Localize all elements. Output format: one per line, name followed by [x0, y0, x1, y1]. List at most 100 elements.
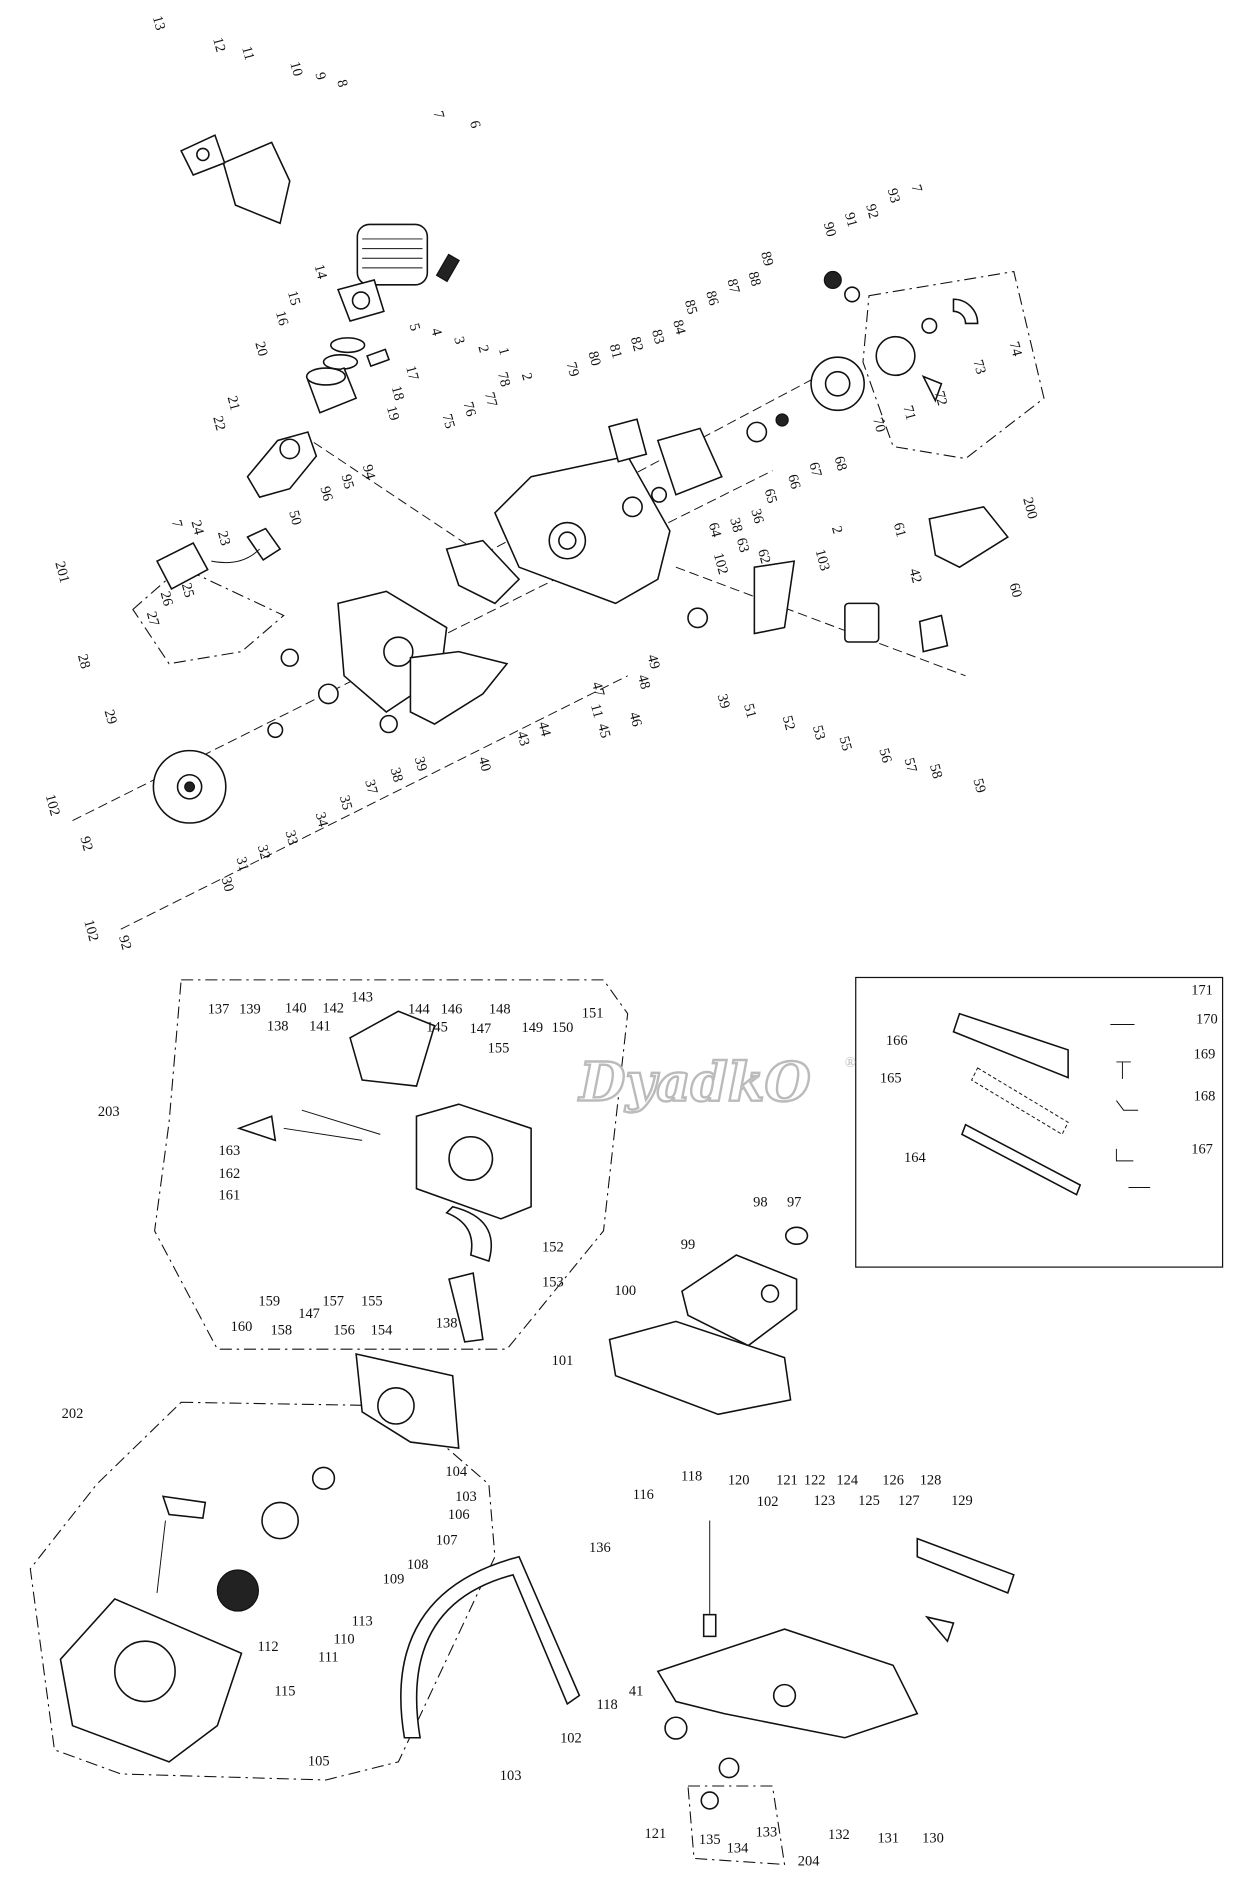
callout-7: 7 — [908, 183, 925, 194]
callout-55: 55 — [836, 734, 855, 752]
callout-87: 87 — [723, 277, 742, 295]
callout-4: 4 — [427, 326, 445, 338]
callout-41: 41 — [629, 1684, 643, 1700]
callout-200: 200 — [1019, 496, 1040, 521]
callout-24: 24 — [187, 518, 206, 537]
callout-168: 168 — [1194, 1089, 1216, 1105]
callout-130: 130 — [922, 1831, 944, 1847]
callout-43: 43 — [513, 730, 532, 748]
callout-83: 83 — [648, 328, 667, 346]
callout-77: 77 — [481, 391, 500, 409]
callout-156: 156 — [333, 1323, 355, 1339]
callout-115: 115 — [274, 1684, 295, 1700]
callout-163: 163 — [219, 1143, 241, 1159]
front-handle — [400, 1555, 581, 1739]
callout-149: 149 — [521, 1020, 543, 1036]
callout-138: 138 — [267, 1019, 289, 1035]
spark-plug-cap — [211, 527, 282, 564]
callout-82: 82 — [627, 335, 646, 353]
callout-23: 23 — [214, 529, 233, 547]
ignition-coil — [155, 542, 209, 590]
callout-134: 134 — [727, 1840, 749, 1856]
callout-92: 92 — [76, 835, 95, 853]
callout-76: 76 — [460, 400, 479, 418]
callout-128: 128 — [920, 1472, 942, 1488]
callout-3: 3 — [450, 335, 467, 346]
callout-147: 147 — [298, 1306, 320, 1322]
callout-111: 111 — [318, 1650, 339, 1666]
callout-65: 65 — [761, 487, 780, 505]
callout-68: 68 — [831, 455, 850, 473]
group-204-boundary — [687, 1785, 786, 1866]
callout-91: 91 — [841, 211, 860, 229]
callout-125: 125 — [858, 1493, 880, 1509]
callout-74: 74 — [1006, 340, 1025, 359]
callout-86: 86 — [702, 289, 721, 307]
callout-158: 158 — [270, 1323, 292, 1339]
side-cover — [415, 1103, 532, 1220]
muffler-cover — [222, 141, 291, 225]
callout-110: 110 — [333, 1632, 354, 1648]
callout-53: 53 — [809, 724, 828, 742]
callout-19: 19 — [383, 404, 402, 422]
callout-90: 90 — [820, 220, 839, 238]
callout-17: 17 — [402, 364, 421, 382]
callout-148: 148 — [489, 1002, 511, 1018]
clutch-shoes — [921, 298, 979, 403]
callout-93: 93 — [884, 187, 903, 205]
callout-52: 52 — [779, 714, 798, 732]
callout-59: 59 — [969, 777, 988, 795]
callout-133: 133 — [756, 1825, 778, 1841]
callout-72: 72 — [931, 389, 950, 407]
callout-92: 92 — [115, 934, 134, 952]
callout-35: 35 — [336, 794, 355, 812]
callout-62: 62 — [754, 547, 773, 565]
callout-11: 11 — [587, 702, 606, 720]
callout-15: 15 — [284, 289, 303, 307]
bearings — [267, 486, 709, 739]
callout-154: 154 — [371, 1323, 393, 1339]
callout-103: 103 — [812, 548, 833, 573]
callout-102: 102 — [80, 918, 101, 943]
callout-56: 56 — [875, 747, 894, 765]
callout-146: 146 — [441, 1002, 463, 1018]
callout-67: 67 — [805, 461, 824, 479]
tools — [1110, 1024, 1151, 1188]
group-203-boundary — [154, 979, 629, 1350]
brake-band — [445, 1205, 493, 1263]
callout-144: 144 — [408, 1002, 430, 1018]
callout-66: 66 — [784, 473, 803, 491]
callout-150: 150 — [552, 1020, 574, 1036]
piston-rings — [322, 337, 366, 371]
callout-170: 170 — [1196, 1011, 1218, 1027]
callout-136: 136 — [589, 1540, 611, 1556]
callout-95: 95 — [338, 473, 357, 491]
piston-pin — [366, 348, 390, 368]
fuel-cap — [664, 1716, 740, 1810]
cylinder — [356, 223, 429, 286]
cylinder-gasket — [336, 279, 385, 322]
callout-132: 132 — [828, 1827, 850, 1843]
callout-5: 5 — [406, 322, 423, 333]
callout-16: 16 — [272, 309, 291, 327]
callout-50: 50 — [285, 509, 304, 527]
callout-164: 164 — [904, 1150, 926, 1166]
callout-152: 152 — [542, 1239, 564, 1255]
callout-102: 102 — [560, 1731, 582, 1747]
callout-169: 169 — [1194, 1046, 1216, 1062]
brake-springs — [236, 1109, 381, 1142]
callout-22: 22 — [209, 414, 228, 432]
callout-18: 18 — [388, 384, 407, 402]
callout-13: 13 — [149, 14, 168, 32]
callout-162: 162 — [219, 1166, 241, 1182]
callout-71: 71 — [899, 404, 918, 422]
watermark-logo: DyadkO — [577, 1051, 810, 1114]
callout-12: 12 — [209, 36, 228, 54]
callout-64: 64 — [705, 521, 724, 540]
rear-handle-bracket — [409, 650, 509, 725]
callout-98: 98 — [753, 1195, 767, 1211]
callout-84: 84 — [669, 318, 688, 337]
callout-102: 102 — [710, 551, 731, 576]
callout-142: 142 — [322, 1001, 344, 1017]
callout-2: 2 — [518, 371, 535, 382]
